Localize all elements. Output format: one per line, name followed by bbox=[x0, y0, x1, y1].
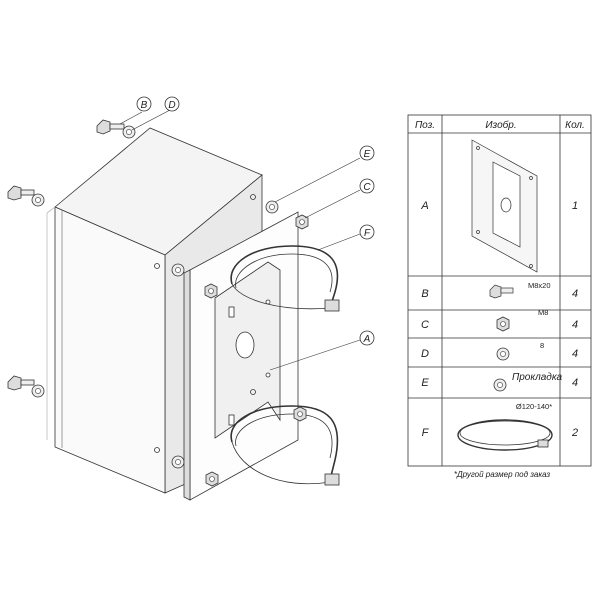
bolt-icon bbox=[489, 284, 514, 299]
row-f-spec: Ø120-140* bbox=[516, 402, 552, 411]
row-b-spec: M8x20 bbox=[528, 281, 551, 290]
bolt-icon bbox=[7, 119, 125, 391]
row-a-pos: A bbox=[420, 200, 428, 212]
header-qty: Кол. bbox=[565, 120, 585, 131]
exploded-assembly bbox=[7, 109, 361, 501]
nut-icon bbox=[496, 316, 510, 332]
callout-e: E bbox=[359, 145, 375, 161]
row-e-spec: Прокладка bbox=[512, 372, 563, 383]
washer-icon bbox=[496, 347, 510, 361]
row-c-qty: 4 bbox=[572, 319, 578, 331]
row-b-qty: 4 bbox=[572, 288, 578, 300]
row-d-qty: 4 bbox=[572, 348, 578, 360]
svg-text:C: C bbox=[363, 182, 371, 193]
row-e-qty: 4 bbox=[572, 377, 578, 389]
svg-text:D: D bbox=[168, 100, 175, 111]
pole-bracket bbox=[214, 261, 281, 439]
row-a-qty: 1 bbox=[572, 200, 578, 212]
row-b-pos: B bbox=[421, 288, 428, 300]
svg-text:A: A bbox=[363, 334, 371, 345]
header-pos: Поз. bbox=[415, 120, 435, 131]
clamp-band-icon bbox=[457, 419, 553, 451]
callout-b: B bbox=[136, 96, 152, 112]
svg-text:B: B bbox=[141, 100, 148, 111]
row-e-pos: E bbox=[421, 377, 429, 389]
row-d-spec: 8 bbox=[540, 341, 544, 350]
callout-d: D bbox=[164, 96, 180, 112]
row-d-pos: D bbox=[421, 348, 429, 360]
callout-c: C bbox=[359, 178, 375, 194]
row-f-qty: 2 bbox=[571, 427, 578, 439]
bracket-plate-icon bbox=[471, 139, 538, 273]
row-c-spec: M8 bbox=[538, 308, 548, 317]
parts-table bbox=[407, 114, 592, 467]
table-footnote: *Другой размер под заказ bbox=[454, 470, 550, 479]
callout-a: A bbox=[359, 330, 375, 346]
svg-text:E: E bbox=[364, 149, 371, 160]
gasket-icon bbox=[493, 378, 507, 392]
row-f-pos: F bbox=[422, 427, 430, 439]
callout-f: F bbox=[359, 224, 375, 240]
header-image: Изобр. bbox=[485, 119, 516, 131]
svg-text:F: F bbox=[364, 228, 371, 239]
row-c-pos: C bbox=[421, 319, 429, 331]
clamp-band-icon bbox=[230, 245, 340, 486]
